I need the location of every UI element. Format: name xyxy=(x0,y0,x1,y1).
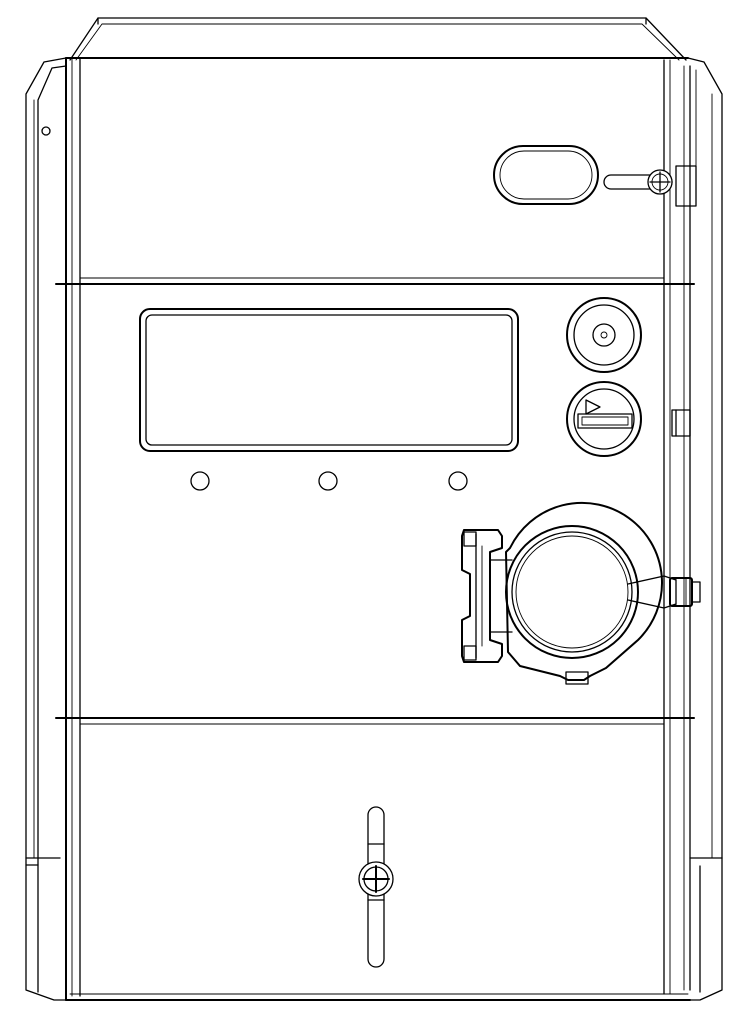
scroll-button[interactable] xyxy=(566,297,642,373)
top-seal-screw xyxy=(603,165,697,207)
reset-button[interactable] xyxy=(566,381,642,457)
led-indicator-icon xyxy=(318,471,338,491)
led-indicator-icon xyxy=(190,471,210,491)
optical-port[interactable] xyxy=(461,501,701,685)
left-side-rail xyxy=(25,57,71,1001)
right-side-rail xyxy=(671,57,723,1001)
meter-body xyxy=(55,57,695,1001)
led-indicator-icon xyxy=(448,471,468,491)
top-cap xyxy=(65,17,689,61)
top-window xyxy=(493,145,599,205)
terminal-cover-screw xyxy=(358,806,394,968)
latch[interactable] xyxy=(627,575,701,609)
lcd-display-window xyxy=(139,308,519,452)
hinge-bracket xyxy=(461,529,513,663)
arrow-icon xyxy=(585,399,601,415)
push-button-icon xyxy=(592,323,616,347)
indicator-leds xyxy=(190,471,468,491)
mounting-hole-icon xyxy=(41,126,51,136)
